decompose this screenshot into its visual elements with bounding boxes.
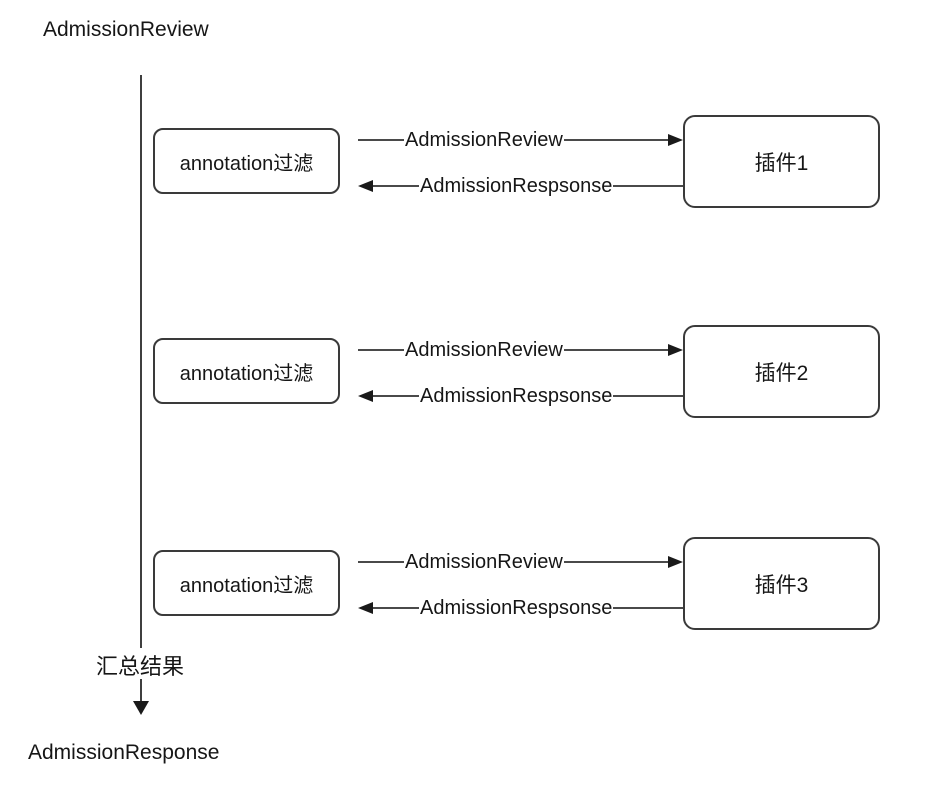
annotation-filter-node: annotation过滤 <box>153 128 340 194</box>
plugin-row-3: annotation过滤 AdmissionReview AdmissionRe… <box>153 537 880 630</box>
right-arrowhead-icon <box>668 134 683 146</box>
plugin-node: 插件1 <box>683 115 880 208</box>
plugin-row-2: annotation过滤 AdmissionReview AdmissionRe… <box>153 325 880 418</box>
response-arrow: AdmissionRespsonse <box>358 383 683 409</box>
arrow-line <box>563 561 668 563</box>
request-arrow-label: AdmissionReview <box>405 338 563 361</box>
arrow-line <box>358 349 404 351</box>
request-arrow: AdmissionReview <box>358 337 683 363</box>
left-arrowhead-icon <box>358 390 373 402</box>
right-arrowhead-icon <box>668 344 683 356</box>
plugin-label: 插件2 <box>754 361 809 385</box>
request-arrow-label: AdmissionReview <box>405 128 563 151</box>
response-arrow-label: AdmissionRespsonse <box>420 596 613 619</box>
arrow-line <box>373 185 419 187</box>
plugin-node: 插件2 <box>683 325 880 418</box>
arrow-line <box>563 349 668 351</box>
right-arrowhead-icon <box>668 556 683 568</box>
arrow-line <box>563 139 668 141</box>
request-arrow-label: AdmissionReview <box>405 550 563 573</box>
annotation-filter-label: annotation过滤 <box>179 362 314 385</box>
plugin-row-1: annotation过滤 AdmissionReview AdmissionRe… <box>153 115 880 208</box>
annotation-filter-node: annotation过滤 <box>153 550 340 616</box>
aggregate-result-label: 汇总结果 <box>85 649 195 681</box>
arrow-line <box>358 561 404 563</box>
request-arrow: AdmissionReview <box>358 127 683 153</box>
plugin-node: 插件3 <box>683 537 880 630</box>
response-arrow-label: AdmissionRespsonse <box>420 174 613 197</box>
annotation-filter-label: annotation过滤 <box>179 152 314 175</box>
arrow-line <box>373 395 419 397</box>
main-flow-line <box>140 75 142 648</box>
annotation-filter-label: annotation过滤 <box>179 574 314 597</box>
arrow-line <box>613 607 683 609</box>
left-arrowhead-icon <box>358 602 373 614</box>
response-arrow: AdmissionRespsonse <box>358 595 683 621</box>
down-arrowhead-icon <box>133 701 149 715</box>
main-flow-line-tail <box>140 679 142 702</box>
response-arrow-label: AdmissionRespsonse <box>420 384 613 407</box>
request-arrow: AdmissionReview <box>358 549 683 575</box>
arrow-line <box>358 139 404 141</box>
input-label: AdmissionReview <box>43 18 209 41</box>
response-arrow: AdmissionRespsonse <box>358 173 683 199</box>
output-label: AdmissionResponse <box>28 741 220 764</box>
arrow-line <box>613 395 683 397</box>
arrow-line <box>613 185 683 187</box>
plugin-label: 插件1 <box>754 151 809 175</box>
plugin-label: 插件3 <box>754 573 809 597</box>
left-arrowhead-icon <box>358 180 373 192</box>
annotation-filter-node: annotation过滤 <box>153 338 340 404</box>
arrow-line <box>373 607 419 609</box>
